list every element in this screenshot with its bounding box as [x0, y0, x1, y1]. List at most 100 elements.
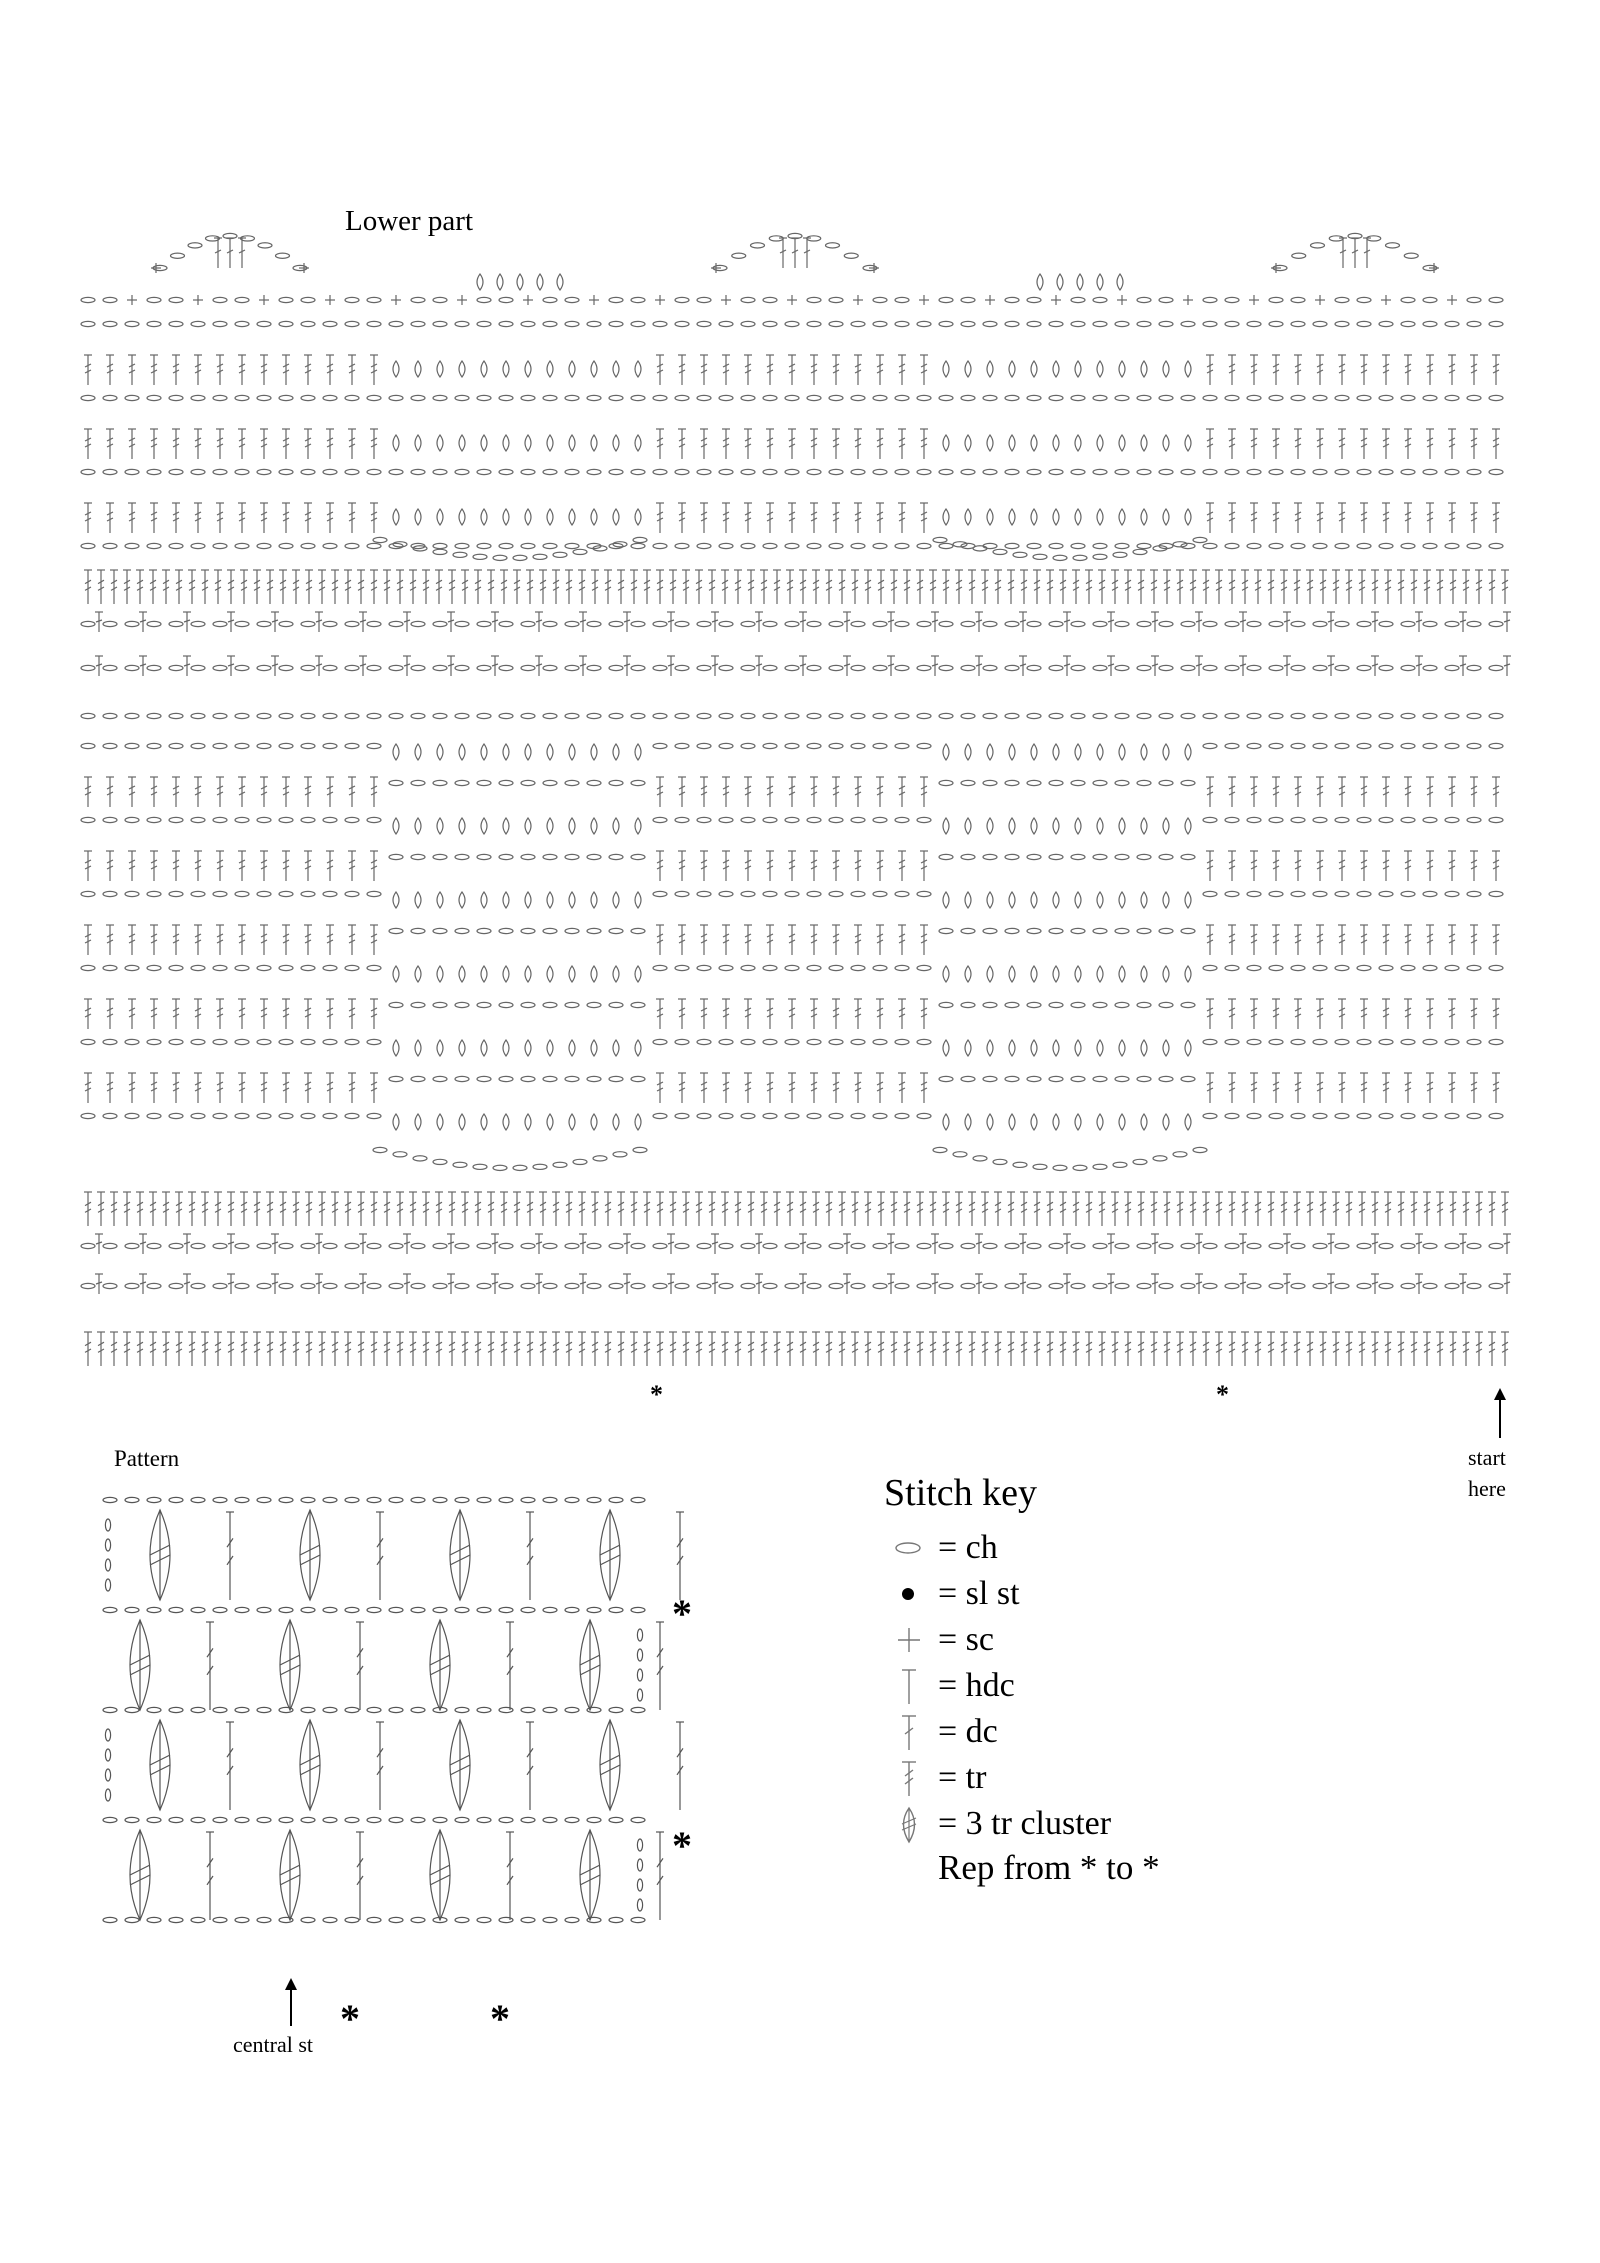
chain-stitch	[653, 543, 667, 548]
chain-stitch	[1071, 1283, 1085, 1288]
chain-stitch	[1133, 1159, 1147, 1164]
chain-stitch	[345, 743, 359, 748]
chain-stitch	[125, 621, 139, 626]
chain-stitch	[939, 621, 953, 626]
chain-stitch	[521, 1076, 535, 1081]
chain-stitch	[826, 243, 840, 248]
chain-stitch	[895, 965, 909, 970]
chain-stitch	[1445, 395, 1459, 400]
cluster-stitch	[965, 744, 971, 760]
chain-stitch	[1467, 965, 1481, 970]
chain-stitch	[191, 743, 205, 748]
chain-stitch	[279, 1707, 293, 1712]
chain-stitch	[1005, 1076, 1019, 1081]
chain-stitch	[411, 713, 425, 718]
chain-stitch	[1005, 297, 1019, 302]
chain-stitch	[213, 1707, 227, 1712]
chain-stitch	[961, 1076, 975, 1081]
chain-stitch	[543, 395, 557, 400]
chain-stitch	[235, 395, 249, 400]
key-item-sc: = sc	[886, 1616, 994, 1660]
chain-stitch	[1313, 321, 1327, 326]
chain-stitch	[543, 713, 557, 718]
chain-stitch	[103, 621, 117, 626]
key-item-sl-st: = sl st	[886, 1570, 1020, 1614]
chain-stitch	[169, 297, 183, 302]
chain-stitch	[1225, 621, 1239, 626]
chain-stitch	[499, 469, 513, 474]
chain-stitch	[1423, 891, 1437, 896]
chain-stitch	[565, 543, 579, 548]
chain-stitch	[1467, 621, 1481, 626]
chain-stitch	[1423, 1243, 1437, 1248]
chain-stitch	[1181, 1243, 1195, 1248]
chain-stitch	[213, 1283, 227, 1288]
chain-stitch	[477, 780, 491, 785]
chain-stitch	[1445, 469, 1459, 474]
pattern-side-chain	[105, 1519, 110, 1531]
chain-stitch	[1027, 321, 1041, 326]
chain-stitch	[983, 713, 997, 718]
chain-stitch	[1357, 543, 1371, 548]
chain-stitch	[653, 891, 667, 896]
chain-stitch	[103, 743, 117, 748]
chain-stitch	[807, 395, 821, 400]
chain-stitch	[367, 621, 381, 626]
chain-stitch	[433, 1283, 447, 1288]
chain-stitch	[785, 817, 799, 822]
chain-stitch	[763, 713, 777, 718]
chain-stitch	[631, 1243, 645, 1248]
cluster-stitch	[591, 892, 597, 908]
chain-stitch	[81, 817, 95, 822]
chain-stitch	[961, 395, 975, 400]
chain-stitch	[829, 1283, 843, 1288]
chain-stitch	[653, 1113, 667, 1118]
chain-stitch	[433, 928, 447, 933]
chain-stitch	[499, 321, 513, 326]
chain-stitch	[499, 665, 513, 670]
chain-stitch	[1335, 743, 1349, 748]
chain-stitch	[631, 780, 645, 785]
chain-stitch	[1159, 713, 1173, 718]
chain-stitch	[389, 1817, 403, 1822]
chain-stitch	[257, 1817, 271, 1822]
chain-stitch	[631, 543, 645, 548]
chain-stitch	[279, 1497, 293, 1502]
chain-stitch	[1159, 1076, 1173, 1081]
chain-stitch	[125, 743, 139, 748]
chain-stitch	[1467, 395, 1481, 400]
central-stitch-label: central st	[233, 2032, 313, 2058]
chain-stitch	[565, 297, 579, 302]
chain-stitch	[1291, 1283, 1305, 1288]
cluster-stitch	[415, 1040, 421, 1056]
chain-stitch	[697, 965, 711, 970]
chain-stitch	[1159, 665, 1173, 670]
chain-stitch	[125, 817, 139, 822]
cluster-stitch	[1031, 361, 1037, 377]
chain-stitch	[1115, 321, 1129, 326]
chain-stitch	[741, 297, 755, 302]
chain-stitch	[411, 1076, 425, 1081]
chain-stitch	[477, 1707, 491, 1712]
chain-stitch	[697, 297, 711, 302]
chain-stitch	[543, 1817, 557, 1822]
chain-stitch	[499, 780, 513, 785]
chain-stitch	[345, 469, 359, 474]
chain-stitch	[653, 817, 667, 822]
cluster-stitch	[503, 818, 509, 834]
cluster-stitch	[459, 1114, 465, 1130]
chain-stitch	[1291, 297, 1305, 302]
key-item-cluster: = 3 tr cluster	[886, 1800, 1111, 1844]
pattern-side-chain	[637, 1859, 642, 1871]
chain-stitch	[1137, 854, 1151, 859]
cluster-stitch	[437, 1040, 443, 1056]
chain-stitch	[807, 469, 821, 474]
chain-stitch	[521, 1607, 535, 1612]
chain-stitch	[1093, 1076, 1107, 1081]
cluster-stitch	[1163, 818, 1169, 834]
chain-stitch	[1379, 665, 1393, 670]
chain-stitch	[1181, 854, 1195, 859]
chain-stitch	[103, 665, 117, 670]
chain-stitch	[389, 469, 403, 474]
chain-stitch	[1291, 1243, 1305, 1248]
